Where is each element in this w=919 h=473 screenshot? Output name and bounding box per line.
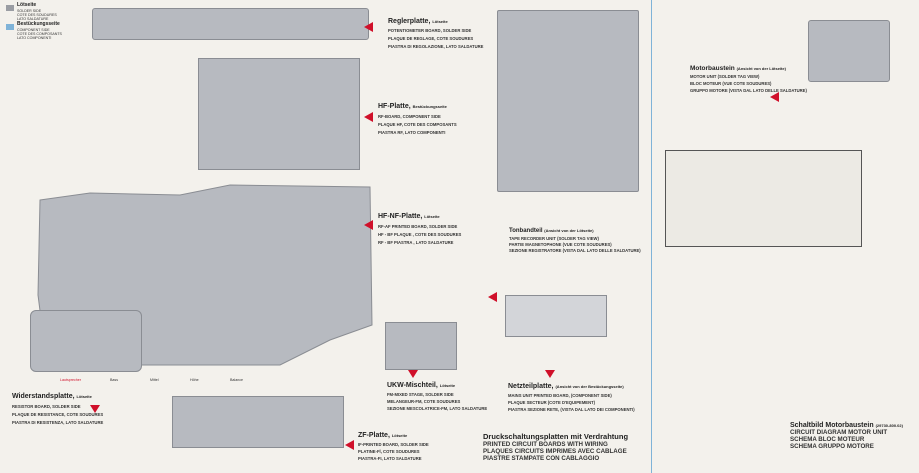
caption-title-small: (Ansicht von der Lötseite)	[544, 228, 594, 233]
pointer-arrow	[90, 405, 100, 413]
footer-line: PLAQUES CIRCUITS IMPRIMES AVEC CABLAGE	[483, 448, 627, 455]
caption-line: HF - BF PLAQUE , COTE DES SOUDURES	[378, 232, 462, 238]
board-label: Höhe	[190, 378, 199, 382]
pointer-arrow	[488, 292, 497, 302]
caption-title-small: Lötseite	[432, 19, 448, 24]
caption-line: RF-BOARD, COMPONENT SIDE	[378, 114, 441, 120]
caption-line: PLATINE-Fl, COTE SOUDURES	[358, 449, 420, 455]
potentiometer-board	[92, 8, 369, 40]
caption-title: HF-NF-Platte,	[378, 213, 423, 220]
caption-line: FM-MIXED STAGE, SOLDER SIDE	[387, 392, 454, 398]
caption-regler: Reglerplatte, Lötseite POTENTIOMETER BOA…	[388, 18, 483, 49]
caption-zf: ZF-Platte, Lötseite IF-PRINTED BOARD, SO…	[358, 432, 429, 461]
caption-line: BLOC MOTEUR (VUE COTE SOUDURES)	[690, 81, 772, 87]
caption-title-small: Lötseite	[439, 383, 456, 388]
footer-line: PIASTRE STAMPATE CON CABLAGGIO	[483, 455, 600, 462]
caption-line: PLAQUE DE REGLAGE, COTE SOUDURES	[388, 36, 474, 42]
board-label: Lautsprecher	[60, 378, 81, 382]
motor-circuit-diagram	[665, 150, 862, 247]
pointer-arrow	[345, 440, 354, 450]
caption-line: RF - BF PIASTRA , LATO SALDATURE	[378, 240, 454, 246]
legend-title-solder: Lötseite	[17, 2, 37, 8]
legend-line: COTE DES SOUDURES	[17, 13, 57, 17]
caption-title: Widerstandsplatte,	[12, 393, 75, 400]
footer-title: Druckschaltungsplatten mit Verdrahtung P…	[483, 432, 628, 462]
caption-motor: Motorbaustein (Ansicht von der Lötseite)…	[690, 65, 807, 93]
legend-line: LATO COMPONENTI	[17, 36, 52, 40]
caption-line: POTENTIOMETER BOARD, SOLDER SIDE	[388, 28, 472, 34]
fm-mixed-stage-board	[385, 322, 457, 370]
caption-line: PIASTRA-FI, LATO SALDATURE	[358, 456, 422, 462]
motor-unit-board	[808, 20, 890, 82]
rf-board	[198, 58, 360, 170]
caption-line: RESISTOR BOARD, SOLDER SIDE	[12, 404, 81, 410]
caption-line: RF-AF PRINTED BOARD, SOLDER SIDE	[378, 224, 458, 230]
footer-line: PRINTED CIRCUIT BOARDS WITH WIRING	[483, 441, 608, 448]
caption-line: PARTIE MAGNETOPHONE (VUE COTE SOUDURES)	[509, 241, 612, 247]
tape-recorder-board	[497, 10, 639, 192]
caption-tonband: Tonbandteil (Ansicht von der Lötseite) T…	[509, 228, 641, 253]
caption-line: PIASTRA DI RESISTENZA, LATO SALDATURE	[12, 420, 104, 426]
legend-line: COMPONENT SIDE	[17, 28, 50, 32]
caption-title: Reglerplatte,	[388, 18, 431, 25]
pointer-arrow	[364, 220, 373, 230]
caption-widerstand: Widerstandsplatte, Lötseite RESISTOR BOA…	[12, 393, 103, 425]
legend-line: SOLDER SIDE	[17, 9, 42, 13]
board-label: Balance	[230, 378, 243, 382]
caption-line: MOTOR UNIT (SOLDER TAG VIEW)	[690, 74, 760, 80]
caption-ukw: UKW-Mischteil, Lötseite FM-MIXED STAGE, …	[387, 382, 487, 411]
caption-line: PLAQUE SECTEUR (COTE D'EQUIPEMENT)	[508, 400, 596, 406]
schematic-line: SCHEMA GRUPPO MOTORE	[790, 443, 874, 450]
caption-line: TAPE RECORDER UNIT (SOLDER TAG VIEW)	[509, 235, 599, 241]
caption-title-small: (Ansicht von der Lötseite)	[736, 66, 786, 71]
caption-line: PLAQUE DE RESISTANCE, COTE SOUDURES	[12, 412, 104, 418]
page-fold-line	[651, 0, 652, 473]
caption-title-small: Lötseite	[76, 394, 92, 399]
caption-line: IF-PRINTED BOARD, SOLDER SIDE	[358, 442, 429, 448]
caption-line: MELANGEUR-FM, COTE SOUDURES	[387, 399, 461, 405]
pointer-arrow	[364, 22, 373, 32]
caption-title-small: (Ansicht von der Bestückungsseite)	[555, 384, 624, 389]
caption-line: PIASTRA RF, LATO COMPONENTI	[378, 130, 446, 136]
pointer-arrow	[364, 112, 373, 122]
pointer-arrow	[545, 370, 555, 378]
footer-line: Druckschaltungsplatten mit Verdrahtung	[483, 432, 629, 441]
caption-title: Tonbandteil	[509, 228, 543, 234]
caption-line: GRUPPO MOTORE (VISTA DAL LATO DELLE SALD…	[690, 88, 807, 94]
caption-netz: Netzteilplatte, (Ansicht von der Bestück…	[508, 383, 635, 412]
schematic-line: CIRCUIT DIAGRAM MOTOR UNIT	[790, 429, 888, 436]
legend-swatch-solder	[6, 5, 14, 11]
caption-title-small: Lötseite	[424, 214, 440, 219]
caption-title: HF-Platte,	[378, 103, 411, 110]
board-label: Mittel	[150, 378, 159, 382]
legend-title-component: Bestückungsseite	[17, 21, 60, 27]
caption-title: UKW-Mischteil,	[387, 382, 438, 389]
caption-title: Motorbaustein	[690, 65, 735, 72]
caption-title-small: Bestückungsseite	[412, 104, 447, 109]
board-label: Bass	[110, 378, 118, 382]
schematic-code: (29730-800.02)	[875, 423, 903, 428]
caption-line: SEZIONE REGISTRATORE (VISTA DAL LATO DEL…	[509, 247, 641, 253]
caption-line: PIASTRA DI REGOLAZIONE, LATO SALDATURE	[388, 44, 484, 50]
caption-title-small: Lötseite	[391, 433, 408, 438]
caption-line: PIASTRA SEZIONE RETE, (VISTA DAL LATO DE…	[508, 407, 635, 413]
schematic-line: SCHEMA BLOC MOTEUR	[790, 436, 865, 443]
legend-line: LATO SALDATURE	[17, 17, 49, 21]
if-board	[172, 396, 344, 448]
caption-hfnf: HF-NF-Platte, Lötseite RF-AF PRINTED BOA…	[378, 213, 461, 245]
caption-title: ZF-Platte,	[358, 432, 390, 439]
pointer-arrow	[770, 92, 779, 102]
resistor-board	[30, 310, 142, 372]
caption-hf: HF-Platte, Bestückungsseite RF-BOARD, CO…	[378, 103, 457, 135]
schematic-title: Schaltbild Motorbaustein (29730-800.02) …	[790, 422, 903, 450]
mains-unit-board	[505, 295, 607, 337]
legend-swatch-component	[6, 24, 14, 30]
legend-line: COTE DES COMPOSANTS	[17, 32, 62, 36]
caption-title: Netzteilplatte,	[508, 383, 554, 390]
caption-line: MAINS UNIT PRINTED BOARD, (COMPONENT SID…	[508, 393, 612, 399]
schematic-title-text: Schaltbild Motorbaustein	[790, 422, 874, 429]
caption-line: PLAQUE HF, COTE DES COMPOSANTS	[378, 122, 457, 128]
caption-line: SEZIONE MESCOLATRICE-FM, LATO SALDATURE	[387, 406, 488, 412]
pointer-arrow	[408, 370, 418, 378]
